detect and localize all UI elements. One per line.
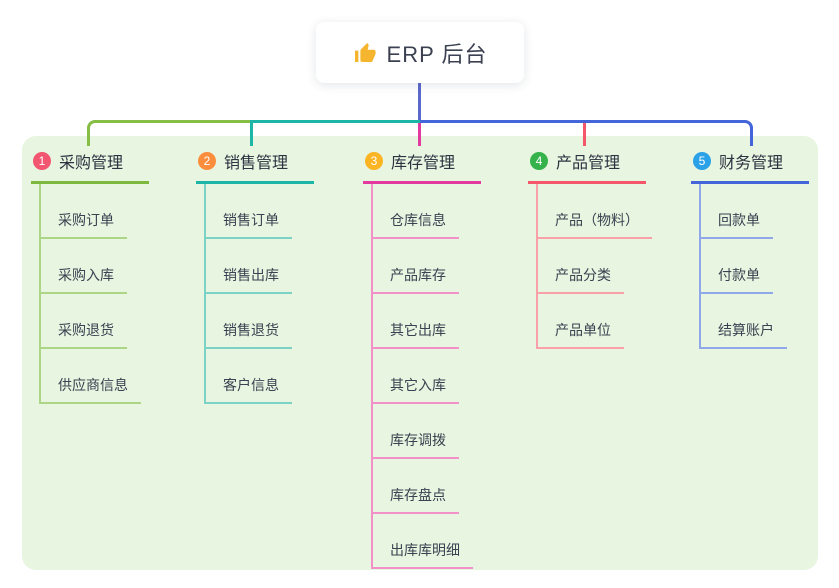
- child-node[interactable]: 库存调拨: [373, 404, 459, 459]
- branch-number-badge: 5: [693, 152, 711, 170]
- child-node[interactable]: 其它出库: [373, 294, 459, 349]
- child-node[interactable]: 客户信息: [206, 349, 292, 404]
- drop-connector-magenta: [418, 123, 421, 146]
- child-node[interactable]: 采购入库: [41, 239, 127, 294]
- branch-label: 采购管理: [59, 155, 124, 172]
- child-node[interactable]: 采购订单: [41, 184, 127, 239]
- child-node[interactable]: 出库库明细: [373, 514, 473, 569]
- child-node[interactable]: 其它入库: [373, 349, 459, 404]
- bus-connector-blue: [420, 120, 753, 146]
- branch-number-badge: 3: [365, 152, 383, 170]
- root-title: ERP 后台: [386, 41, 488, 67]
- branch-label: 产品管理: [556, 155, 621, 172]
- branch-product-node[interactable]: 4 产品管理: [528, 146, 646, 184]
- branch-number-badge: 4: [530, 152, 548, 170]
- child-node[interactable]: 回款单: [701, 184, 773, 239]
- branch-label: 财务管理: [719, 155, 784, 172]
- branch-sales: 2 销售管理 销售订单 销售出库 销售退货 客户信息: [196, 146, 314, 404]
- child-node[interactable]: 销售出库: [206, 239, 292, 294]
- root-node[interactable]: ERP 后台: [316, 22, 524, 83]
- child-node[interactable]: 销售退货: [206, 294, 292, 349]
- thumbs-up-icon: [353, 41, 377, 65]
- child-node[interactable]: 产品（物料）: [538, 184, 652, 239]
- branch-inventory: 3 库存管理 仓库信息 产品库存 其它出库 其它入库 库存调拨 库存盘点 出库库…: [363, 146, 481, 569]
- branch-children: 仓库信息 产品库存 其它出库 其它入库 库存调拨 库存盘点 出库库明细: [371, 184, 481, 569]
- bus-connector-green: [87, 120, 253, 146]
- child-node[interactable]: 产品分类: [538, 239, 624, 294]
- branch-label: 销售管理: [224, 155, 289, 172]
- branch-children: 销售订单 销售出库 销售退货 客户信息: [204, 184, 314, 404]
- branch-product: 4 产品管理 产品（物料） 产品分类 产品单位: [528, 146, 652, 349]
- bus-connector-teal: [250, 120, 420, 146]
- child-node[interactable]: 供应商信息: [41, 349, 141, 404]
- branch-number-badge: 1: [33, 152, 51, 170]
- child-node[interactable]: 库存盘点: [373, 459, 459, 514]
- branch-inventory-node[interactable]: 3 库存管理: [363, 146, 481, 184]
- branch-finance-node[interactable]: 5 财务管理: [691, 146, 809, 184]
- child-node[interactable]: 付款单: [701, 239, 773, 294]
- branch-purchase: 1 采购管理 采购订单 采购入库 采购退货 供应商信息: [31, 146, 149, 404]
- child-node[interactable]: 产品单位: [538, 294, 624, 349]
- root-connector-line: [418, 83, 421, 123]
- branch-children: 回款单 付款单 结算账户: [699, 184, 809, 349]
- branch-children: 产品（物料） 产品分类 产品单位: [536, 184, 652, 349]
- child-node[interactable]: 仓库信息: [373, 184, 459, 239]
- branch-number-badge: 2: [198, 152, 216, 170]
- branch-label: 库存管理: [391, 155, 456, 172]
- child-node[interactable]: 采购退货: [41, 294, 127, 349]
- branches-background-panel: [22, 136, 818, 570]
- child-node[interactable]: 销售订单: [206, 184, 292, 239]
- branch-finance: 5 财务管理 回款单 付款单 结算账户: [691, 146, 809, 349]
- drop-connector-red: [583, 123, 586, 146]
- branch-sales-node[interactable]: 2 销售管理: [196, 146, 314, 184]
- child-node[interactable]: 产品库存: [373, 239, 459, 294]
- child-node[interactable]: 结算账户: [701, 294, 787, 349]
- branch-children: 采购订单 采购入库 采购退货 供应商信息: [39, 184, 149, 404]
- branch-purchase-node[interactable]: 1 采购管理: [31, 146, 149, 184]
